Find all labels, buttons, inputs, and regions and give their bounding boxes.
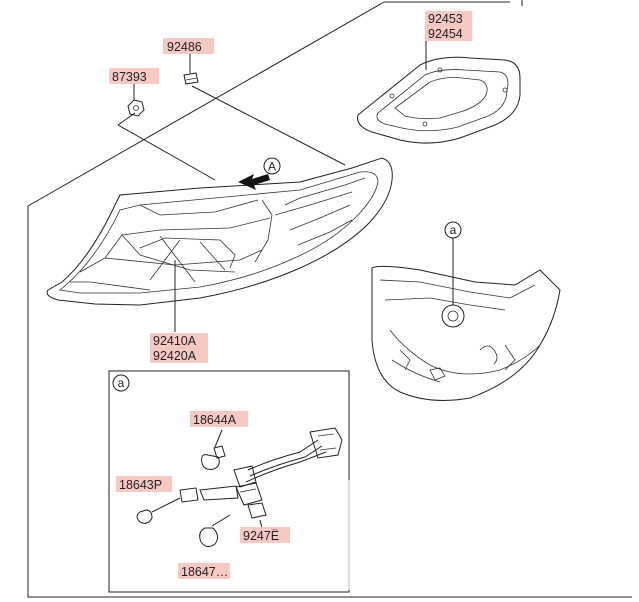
gasket-illustration	[357, 56, 521, 144]
part-label-socket-wiring: 9247Ё	[240, 527, 290, 543]
part-label-nut: 87393	[109, 68, 159, 100]
part-number-socket: 9247Ё	[243, 529, 279, 543]
clip-illustration	[183, 72, 199, 85]
nut-illustration	[127, 99, 145, 117]
detail-marker-label: a	[450, 223, 457, 237]
part-number-92420A: 92420A	[153, 349, 197, 363]
view-arrow: A	[238, 157, 281, 190]
part-label-gasket: 92453 92454	[425, 11, 472, 41]
fade-overlay	[290, 480, 350, 590]
part-number-92410A: 92410A	[153, 334, 197, 348]
part-label-bulb-small: 18643P	[116, 476, 172, 492]
part-number-bulb-lower: 18647…	[181, 565, 228, 579]
lamp-assembly-illustration	[46, 157, 393, 306]
part-label-lamp-assembly: 92410A 92420A	[150, 333, 208, 363]
leader-lines	[117, 40, 427, 332]
part-number-92454: 92454	[428, 27, 463, 41]
part-number-18644A: 18644A	[193, 413, 237, 427]
detail-box-marker-label: a	[118, 376, 125, 390]
view-marker-label: A	[268, 160, 276, 174]
part-label-bulb-lower: 18647…	[178, 563, 230, 579]
part-number-18643P: 18643P	[119, 478, 162, 492]
part-number-92453: 92453	[428, 12, 463, 26]
part-label-clip: 92486	[163, 38, 214, 73]
outer-frame	[27, 0, 632, 598]
part-number-87393: 87393	[112, 70, 147, 84]
part-number-92486: 92486	[167, 40, 202, 54]
part-label-bulb-upper: 18644A	[190, 411, 248, 427]
rear-view-detail: a	[371, 221, 561, 401]
